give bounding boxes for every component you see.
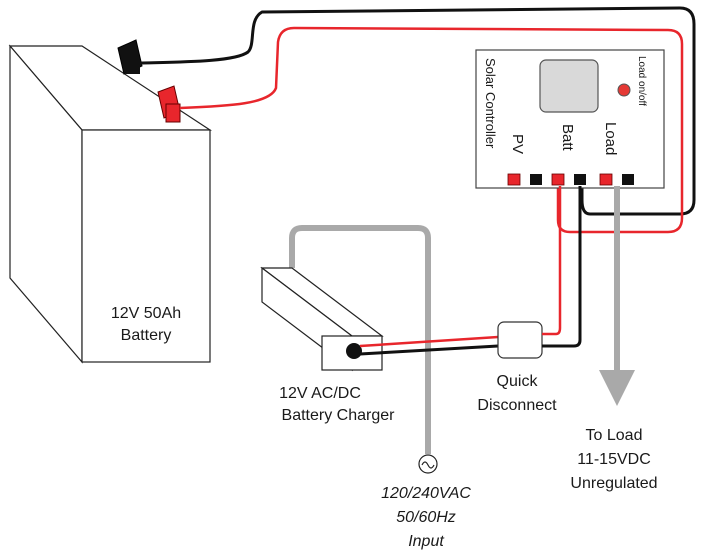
load-switch-label: Load on/off: [636, 56, 647, 106]
battery-negative-wire: [139, 6, 696, 216]
load-output-label-line3: Unregulated: [570, 475, 657, 492]
controller-title: Solar Controller: [483, 58, 498, 149]
controller-display: [539, 59, 599, 113]
quick-disconnect-label-line1: Quick: [497, 373, 539, 390]
charger-label-line2: Battery Charger: [282, 407, 396, 424]
ac-power-cord: [289, 225, 431, 454]
ac-input-label-line3: Input: [408, 533, 444, 550]
ac-source-icon: [418, 454, 438, 474]
load-positive-terminal: [599, 173, 613, 186]
ac-input-label-line2: 50/60Hz: [396, 509, 456, 526]
batt-negative-terminal: [574, 174, 586, 185]
pv-positive-terminal: [507, 173, 521, 186]
battery: 12V 50Ah Battery: [8, 44, 213, 364]
terminal-label-load: Load: [602, 122, 619, 155]
charger-output-jack: [346, 343, 362, 359]
charger-negative-wire: [359, 344, 499, 356]
load-output-label-line1: To Load: [586, 427, 643, 444]
qd-to-batt-negative-wire: [542, 186, 582, 348]
battery-positive-wire: [179, 26, 684, 234]
battery-label-line2: Battery: [121, 327, 172, 344]
quick-disconnect: [497, 321, 543, 359]
charger-label-line1: 12V AC/DC: [279, 385, 361, 402]
pv-negative-terminal: [530, 174, 542, 185]
quick-disconnect-label-line2: Disconnect: [477, 397, 557, 414]
battery-charger: 12V AC/DC Battery Charger: [260, 266, 396, 424]
terminal-label-batt: Batt: [559, 124, 576, 152]
battery-label-line1: 12V 50Ah: [111, 305, 181, 322]
charger-positive-wire: [359, 335, 499, 348]
load-switch-led[interactable]: [617, 83, 631, 97]
battery-positive-terminal: [157, 85, 181, 123]
battery-negative-terminal: [117, 39, 143, 75]
batt-positive-terminal: [551, 173, 565, 186]
load-negative-terminal: [622, 174, 634, 185]
qd-to-batt-positive-wire: [542, 186, 562, 336]
ac-input-label-line1: 120/240VAC: [381, 485, 471, 502]
terminal-label-pv: PV: [509, 134, 526, 154]
load-output-label-line2: 11-15VDC: [577, 451, 651, 468]
solar-controller: Solar Controller Load on/off PV Batt Loa…: [475, 49, 665, 189]
